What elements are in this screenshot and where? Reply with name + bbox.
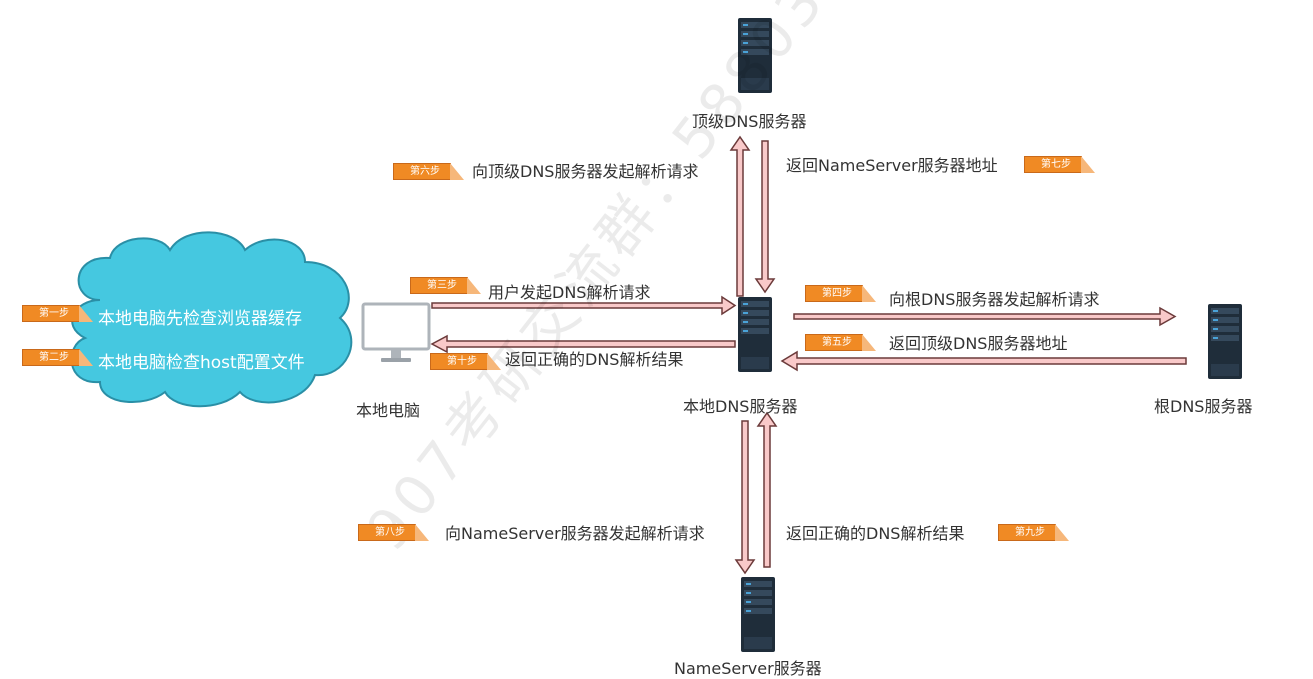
label-to-nameserver: 向NameServer服务器发起解析请求 — [445, 524, 705, 543]
local-cache-cloud — [70, 231, 353, 408]
arrow-to-root — [793, 306, 1177, 327]
arrow-root-return — [780, 350, 1187, 372]
label-return-result-pc: 返回正确的DNS解析结果 — [505, 350, 684, 369]
local-dns-server-icon — [738, 297, 772, 372]
label-user-request: 用户发起DNS解析请求 — [488, 283, 651, 302]
label-root-return: 返回顶级DNS服务器地址 — [889, 334, 1068, 353]
cloud-text-host-file: 本地电脑检查host配置文件 — [98, 353, 305, 373]
label-ns-return: 返回正确的DNS解析结果 — [786, 524, 965, 543]
label-to-top: 向顶级DNS服务器发起解析请求 — [472, 162, 699, 181]
arrow-to-nameserver — [734, 420, 756, 575]
root-dns-label: 根DNS服务器 — [1154, 397, 1253, 416]
arrow-user-request — [431, 295, 737, 316]
local-pc-label: 本地电脑 — [356, 401, 421, 420]
cloud-text-browser-cache: 本地电脑先检查浏览器缓存 — [98, 309, 302, 329]
label-to-root: 向根DNS服务器发起解析请求 — [889, 290, 1100, 309]
arrow-return-result-pc — [430, 334, 736, 354]
top-dns-label: 顶级DNS服务器 — [692, 112, 807, 131]
local-dns-label: 本地DNS服务器 — [683, 397, 798, 416]
arrow-top-return — [754, 140, 776, 294]
nameserver-server-icon — [741, 577, 775, 652]
nameserver-label: NameServer服务器 — [674, 659, 822, 678]
root-dns-server-icon — [1208, 304, 1242, 379]
computer-icon — [361, 302, 431, 362]
arrow-ns-return — [756, 411, 778, 568]
label-top-return: 返回NameServer服务器地址 — [786, 156, 998, 175]
arrow-to-top — [729, 135, 751, 297]
